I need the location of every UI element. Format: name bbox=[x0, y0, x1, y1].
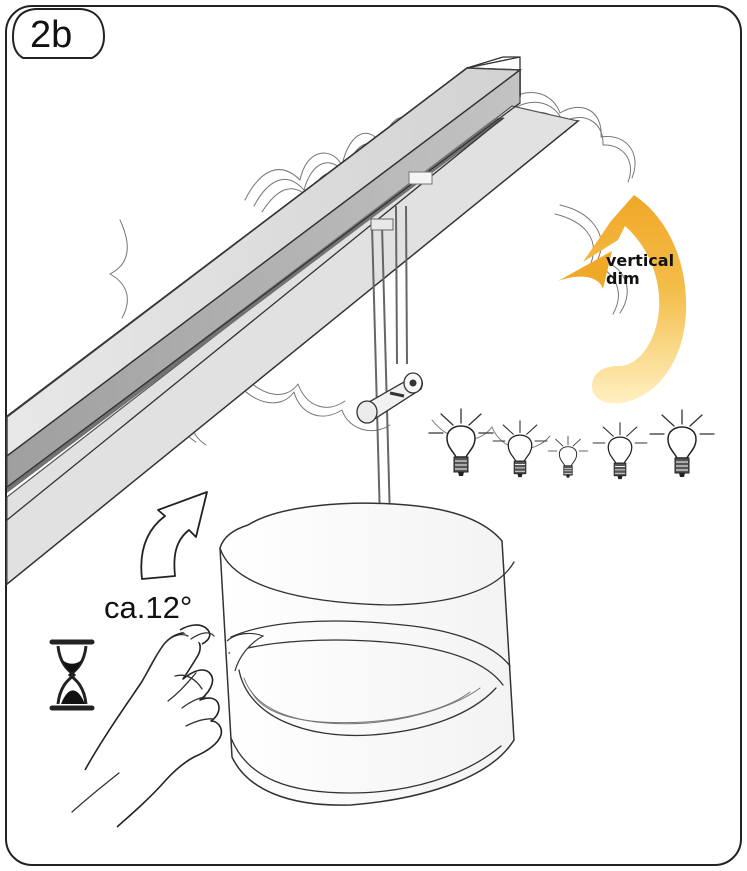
light-bulb-icon bbox=[592, 422, 648, 480]
vertical-dim-line1: vertical bbox=[606, 251, 674, 270]
hand-icon bbox=[71, 624, 223, 828]
light-bulb-icon bbox=[649, 409, 715, 477]
track-rail bbox=[6, 56, 581, 586]
cable-clamp bbox=[356, 372, 423, 424]
hourglass-icon bbox=[49, 639, 95, 711]
outer-border bbox=[5, 5, 742, 866]
light-bulb-icon bbox=[492, 420, 548, 478]
suspension-cables bbox=[356, 171, 433, 521]
circular-dim-arrow-icon bbox=[558, 195, 687, 404]
light-bulb-icon bbox=[428, 408, 494, 476]
step-label: 2b bbox=[30, 14, 72, 56]
light-bulb-icon bbox=[547, 435, 589, 478]
light-bulb-row bbox=[428, 408, 715, 480]
vertical-dim-line2: dim bbox=[606, 269, 640, 288]
step-badge: 2b bbox=[12, 8, 105, 59]
curved-arrow-icon bbox=[140, 491, 208, 580]
pendant-lamp bbox=[219, 502, 515, 806]
angle-label: ca.12° bbox=[104, 590, 192, 625]
